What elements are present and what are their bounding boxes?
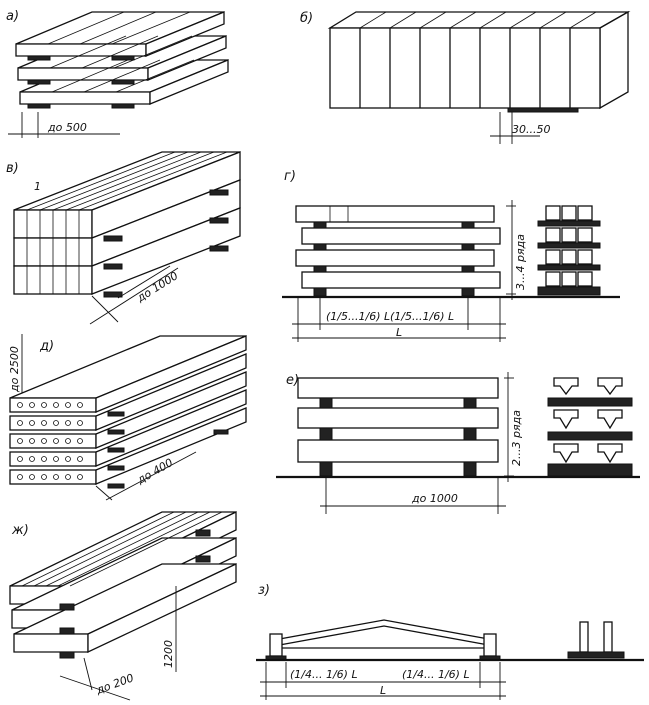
panel-zh-stack <box>9 510 237 659</box>
panel-b-blocks <box>327 10 631 113</box>
panel-a-dim: до 500 <box>47 121 87 134</box>
panel-z-truss <box>265 619 501 661</box>
panel-d: д) до 2500 <box>8 334 247 501</box>
panel-z-section <box>567 621 625 659</box>
panel-d-letter: д) <box>39 339 54 354</box>
panel-e-section <box>547 377 633 477</box>
panel-zh-dim: до 200 <box>94 671 136 697</box>
panel-zh-letter: ж) <box>11 523 29 538</box>
panel-d-height: до 2500 <box>8 346 21 393</box>
panel-e-rows: 2...3 ряда <box>510 410 523 466</box>
panel-g-section <box>537 205 601 296</box>
panel-d-holes <box>17 402 83 480</box>
panel-g-dim-right: (1/5...1/6) L <box>390 310 454 323</box>
panel-g: г) <box>282 169 620 342</box>
panel-e-dim: до 1000 <box>411 492 458 505</box>
panel-v-item: 1 <box>34 180 41 193</box>
panel-a: а) <box>6 9 229 138</box>
panel-b-dim: 30...50 <box>512 123 550 136</box>
panel-b-letter: б) <box>300 11 313 26</box>
panel-z-dim-total: L <box>380 684 386 697</box>
panel-e-stack <box>297 377 499 477</box>
panel-e-letter: е) <box>286 373 299 388</box>
panel-g-rows: 3...4 ряда <box>514 234 527 290</box>
panel-zh: ж) 1200 до 200 <box>9 510 237 701</box>
panel-z-dim-right: (1/4... 1/6) L <box>402 668 470 681</box>
panel-v-stack <box>13 151 241 298</box>
panel-g-dim-left: (1/5...1/6) L <box>326 310 390 323</box>
panel-z: з) (1/4... 1/6) L (1/4... 1/6) L L <box>256 583 644 700</box>
panel-a-letter: а) <box>6 9 19 24</box>
panel-z-dim-left: (1/4... 1/6) L <box>290 668 358 681</box>
panel-zh-height: 1200 <box>162 640 175 668</box>
panel-a-stack <box>15 11 229 109</box>
panel-d-stack <box>9 335 247 489</box>
panel-g-letter: г) <box>284 169 296 184</box>
panel-z-letter: з) <box>258 583 270 598</box>
panel-g-stack <box>295 205 501 297</box>
panel-v-letter: в) <box>6 161 19 176</box>
panel-v: в) 1 д <box>6 151 241 325</box>
panel-b: б) 30...50 <box>300 10 631 144</box>
panel-e: е) 2...3 ряда <box>276 372 640 514</box>
panel-g-dim-total: L <box>396 326 402 339</box>
